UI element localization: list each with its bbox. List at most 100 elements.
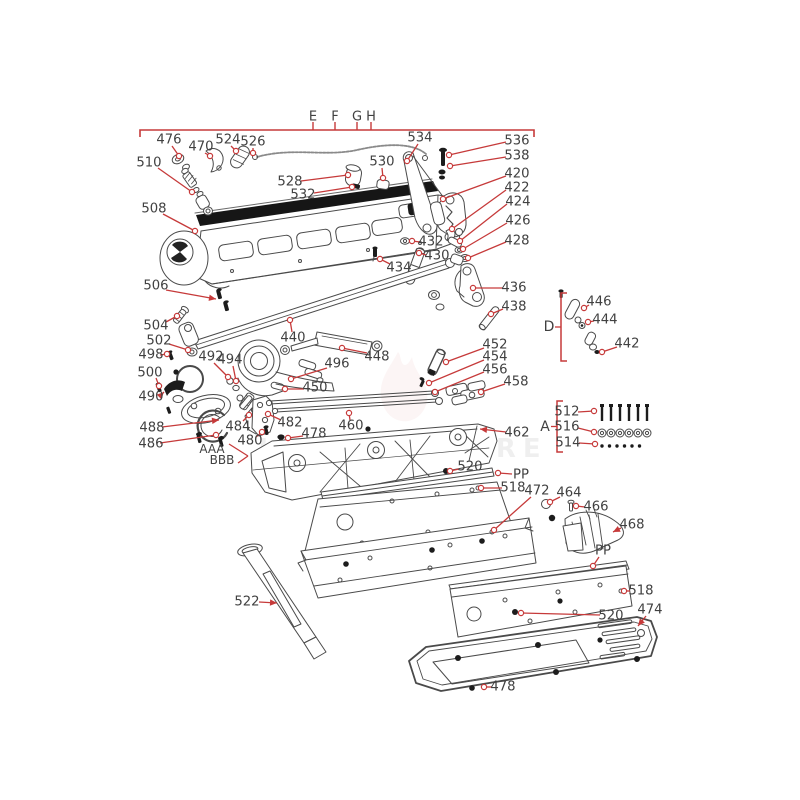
washer-icon — [608, 430, 614, 436]
part-label-532: 532 — [290, 188, 315, 203]
section-letter-H: H — [366, 110, 376, 125]
leader-line-508 — [162, 213, 196, 232]
leader-dot-494 — [232, 377, 240, 385]
part-506-pins — [216, 288, 230, 312]
leader-dot-420 — [439, 195, 447, 203]
screw-icon — [600, 404, 604, 407]
leader-dot-478 — [284, 434, 292, 442]
part-label-420: 420 — [504, 167, 529, 182]
part-label-504: 504 — [143, 319, 168, 334]
red-line-0 — [228, 443, 249, 457]
hardware-rows — [597, 404, 652, 448]
part-462-panel — [250, 423, 498, 501]
leader-dot-466 — [572, 502, 580, 510]
leader-line-426 — [462, 222, 508, 250]
leader-dot-460 — [345, 409, 353, 417]
part-label-518: 518 — [628, 584, 653, 599]
part-label-456: 456 — [482, 363, 507, 378]
washer-icon — [626, 430, 632, 436]
part-label-442: 442 — [614, 337, 639, 352]
part-label-514: 514 — [555, 436, 580, 451]
part-label-538: 538 — [504, 149, 529, 164]
part-label-436: 436 — [501, 281, 526, 296]
part-label-486: 486 — [138, 437, 163, 452]
part-label-492: 492 — [198, 350, 223, 365]
leader-arrow-490 — [156, 392, 164, 400]
part-474-bottom-panel — [408, 616, 658, 692]
leader-line-520 — [520, 612, 601, 616]
leader-dot-502 — [184, 346, 192, 354]
part-label-450: 450 — [302, 381, 327, 396]
part-label-510: 510 — [136, 156, 161, 171]
leader-dot-480 — [258, 428, 266, 436]
leader-dot-534 — [403, 157, 411, 165]
screw-icon — [627, 404, 631, 407]
marker-label-BBB: BBB — [210, 453, 235, 467]
part-label-434: 434 — [386, 261, 411, 276]
washer-icon — [606, 428, 616, 438]
leader-line-538 — [449, 156, 507, 167]
part-508-rail — [159, 178, 464, 289]
leader-dot-434 — [376, 255, 384, 263]
leader-line-448 — [341, 347, 368, 354]
section-letter-G: G — [352, 110, 362, 125]
part-label-428: 428 — [504, 234, 529, 249]
leader-arrow-522 — [269, 599, 277, 606]
screw-icon — [600, 407, 604, 421]
leader-dot-454 — [425, 379, 433, 387]
part-518-panel-lower — [449, 565, 633, 638]
leader-dot-PP — [589, 562, 597, 570]
screw-icon — [645, 404, 649, 407]
washer-icon — [597, 428, 607, 438]
part-label-438: 438 — [501, 300, 526, 315]
part-536-538-screw — [438, 147, 447, 180]
part-label-508: 508 — [141, 202, 166, 217]
part-label-PP: PP — [595, 544, 611, 559]
leader-dot-424 — [456, 237, 464, 245]
leader-dot-512 — [590, 407, 598, 415]
leader-arrow-506 — [208, 294, 216, 301]
section-letter-F: F — [331, 110, 338, 125]
leader-dot-458 — [477, 388, 485, 396]
group-letter-D: D — [544, 319, 555, 335]
washer-icon — [615, 428, 625, 438]
washer-icon — [633, 428, 643, 438]
washer-icon — [642, 428, 652, 438]
screw-icon — [618, 407, 622, 421]
leader-line-422 — [451, 189, 507, 230]
part-label-536: 536 — [504, 134, 529, 149]
part-label-464: 464 — [556, 486, 581, 501]
washer-icon — [624, 428, 634, 438]
part-label-496: 496 — [324, 357, 349, 372]
leader-arrow-468 — [613, 526, 621, 532]
part-label-472: 472 — [524, 484, 549, 499]
leader-line-496 — [290, 367, 328, 380]
screw-icon — [618, 404, 622, 407]
part-label-462: 462 — [504, 426, 529, 441]
leader-dot-450 — [281, 385, 289, 393]
part-label-490: 490 — [138, 390, 163, 405]
part-label-474: 474 — [637, 603, 662, 618]
part-label-468: 468 — [619, 518, 644, 533]
part-label-522: 522 — [234, 595, 259, 610]
part-label-446: 446 — [586, 295, 611, 310]
leader-line-536 — [448, 141, 507, 156]
leader-dot-446 — [580, 304, 588, 312]
part-label-528: 528 — [277, 175, 302, 190]
part-label-422: 422 — [504, 181, 529, 196]
leader-line-452 — [445, 347, 485, 363]
part-440-tube — [178, 253, 464, 350]
part-label-452: 452 — [482, 338, 507, 353]
leader-dot-430 — [415, 249, 423, 257]
part-label-530: 530 — [369, 155, 394, 170]
leader-dot-536 — [445, 151, 453, 159]
part-label-502: 502 — [146, 334, 171, 349]
leader-line-424 — [459, 203, 508, 242]
leader-line-502 — [168, 343, 189, 351]
leader-dot-464 — [546, 498, 554, 506]
part-522-strap — [237, 543, 327, 660]
leader-line-420 — [442, 175, 507, 200]
screw-icon — [609, 407, 613, 421]
part-420-latch — [429, 192, 467, 238]
